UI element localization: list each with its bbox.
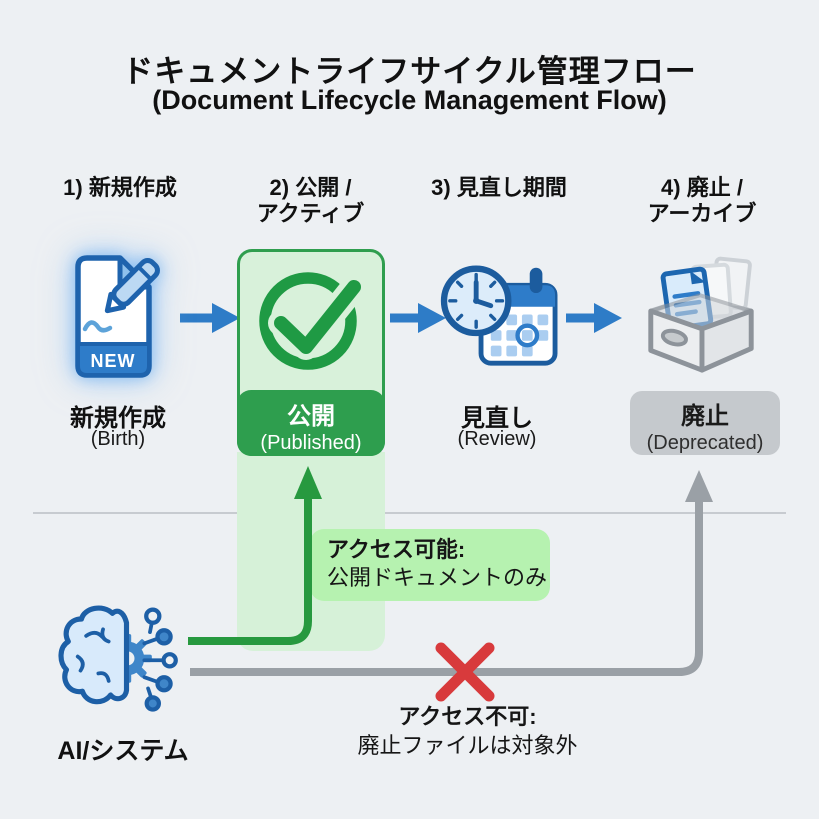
- stage-1-header: 1) 新規作成: [30, 175, 210, 201]
- stage-1-label-jp: 新規作成: [70, 405, 166, 432]
- access-allowed-line1: アクセス可能:: [327, 537, 466, 562]
- deprecated-badge: 廃止 (Deprecated): [630, 391, 780, 455]
- stage-2-header-line1: 2) 公開 /: [269, 175, 352, 200]
- denied-x-icon: [435, 642, 495, 702]
- check-circle-icon: [259, 272, 367, 370]
- flow-arrow-1: [180, 303, 240, 333]
- stage-1-label-en: (Birth): [90, 428, 146, 450]
- archive-box-icon: [648, 256, 754, 373]
- page-subtitle: (Document Lifecycle Management Flow): [152, 85, 667, 115]
- stage-3-label-en: (Review): [457, 428, 537, 450]
- stage-1-header-line1: 1) 新規作成: [63, 175, 177, 200]
- access-denied-line1: アクセス不可:: [398, 704, 537, 729]
- published-badge: 公開 (Published): [237, 390, 385, 456]
- new-badge-text: NEW: [91, 351, 136, 371]
- flow-arrow-2: [390, 303, 446, 333]
- published-badge-en: (Published): [260, 432, 362, 454]
- access-allowed-callout: アクセス可能: 公開ドキュメントのみ: [310, 529, 550, 601]
- deprecated-badge-jp: 廃止: [681, 403, 729, 430]
- stage-4-header-line2: アーカイブ: [647, 201, 757, 226]
- access-denied-line2: 廃止ファイルは対象外: [357, 733, 578, 758]
- stage-4-header: 4) 廃止 / アーカイブ: [612, 175, 792, 227]
- clock-calendar-icon: [440, 265, 558, 366]
- stage-3-header-line1: 3) 見直し期間: [431, 175, 567, 200]
- actor-label: AI/システム: [57, 737, 189, 765]
- section-divider-line: [33, 512, 786, 514]
- deprecated-badge-en: (Deprecated): [646, 432, 764, 454]
- stage-3-header: 3) 見直し期間: [405, 175, 593, 201]
- stage-2-header: 2) 公開 / アクティブ: [228, 175, 393, 227]
- flow-arrow-3: [566, 303, 622, 333]
- stage-2-header-line2: アクティブ: [256, 201, 365, 226]
- access-denied-callout: アクセス不可: 廃止ファイルは対象外: [345, 702, 590, 760]
- ai-brain-icon: [58, 605, 178, 712]
- access-allowed-line2: 公開ドキュメントのみ: [327, 565, 548, 590]
- stage-4-header-line1: 4) 廃止 /: [661, 175, 743, 200]
- page-title: ドキュメントライフサイクル管理フロー: [122, 54, 697, 89]
- document-new-icon: NEW: [75, 255, 160, 378]
- published-badge-jp: 公開: [287, 403, 335, 430]
- stage-3-label-jp: 見直し: [461, 405, 533, 432]
